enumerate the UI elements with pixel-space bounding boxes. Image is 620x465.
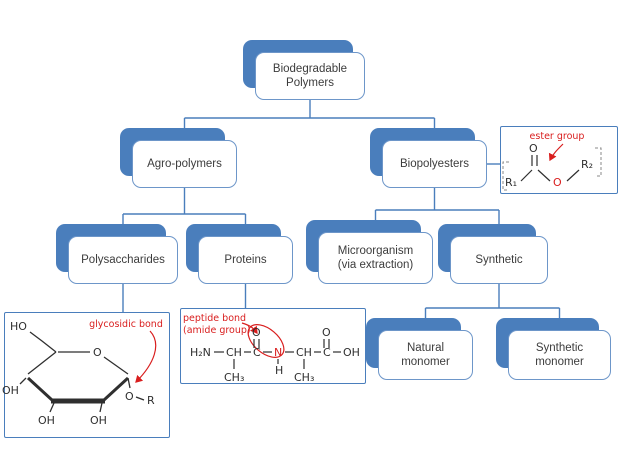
ester-group-box [500, 126, 618, 194]
node-face: Biodegradable Polymers [255, 52, 365, 100]
node-label: Agro-polymers [147, 157, 222, 170]
node-face: Synthetic [450, 236, 548, 284]
node-label: Synthetic [475, 253, 523, 266]
node-synthetic: Synthetic [438, 224, 548, 284]
node-synthetic-monomer: Synthetic monomer [496, 318, 611, 380]
node-face: Biopolyesters [382, 140, 487, 188]
node-face: Microorganism (via extraction) [318, 232, 433, 284]
node-face: Polysaccharides [68, 236, 178, 284]
node-natural-monomer: Natural monomer [366, 318, 473, 380]
glycosidic-bond-box [4, 312, 170, 438]
node-label: Proteins [224, 253, 267, 266]
node-label: Biodegradable Polymers [272, 62, 348, 89]
node-microorganism: Microorganism (via extraction) [306, 220, 433, 284]
node-label: Synthetic monomer [535, 341, 584, 368]
node-label: Biopolyesters [399, 157, 470, 170]
node-proteins: Proteins [186, 224, 293, 284]
node-face: Synthetic monomer [508, 330, 611, 380]
node-face: Agro-polymers [132, 140, 237, 188]
node-face: Natural monomer [378, 330, 473, 380]
node-label: Polysaccharides [81, 253, 165, 266]
node-polysaccharides: Polysaccharides [56, 224, 178, 284]
node-label: Microorganism (via extraction) [337, 244, 414, 271]
node-face: Proteins [198, 236, 293, 284]
node-biodegradable-polymers: Biodegradable Polymers [243, 40, 365, 100]
peptide-bond-box [180, 308, 366, 384]
node-agro-polymers: Agro-polymers [120, 128, 237, 188]
node-label: Natural monomer [401, 341, 450, 368]
node-biopolyesters: Biopolyesters [370, 128, 487, 188]
